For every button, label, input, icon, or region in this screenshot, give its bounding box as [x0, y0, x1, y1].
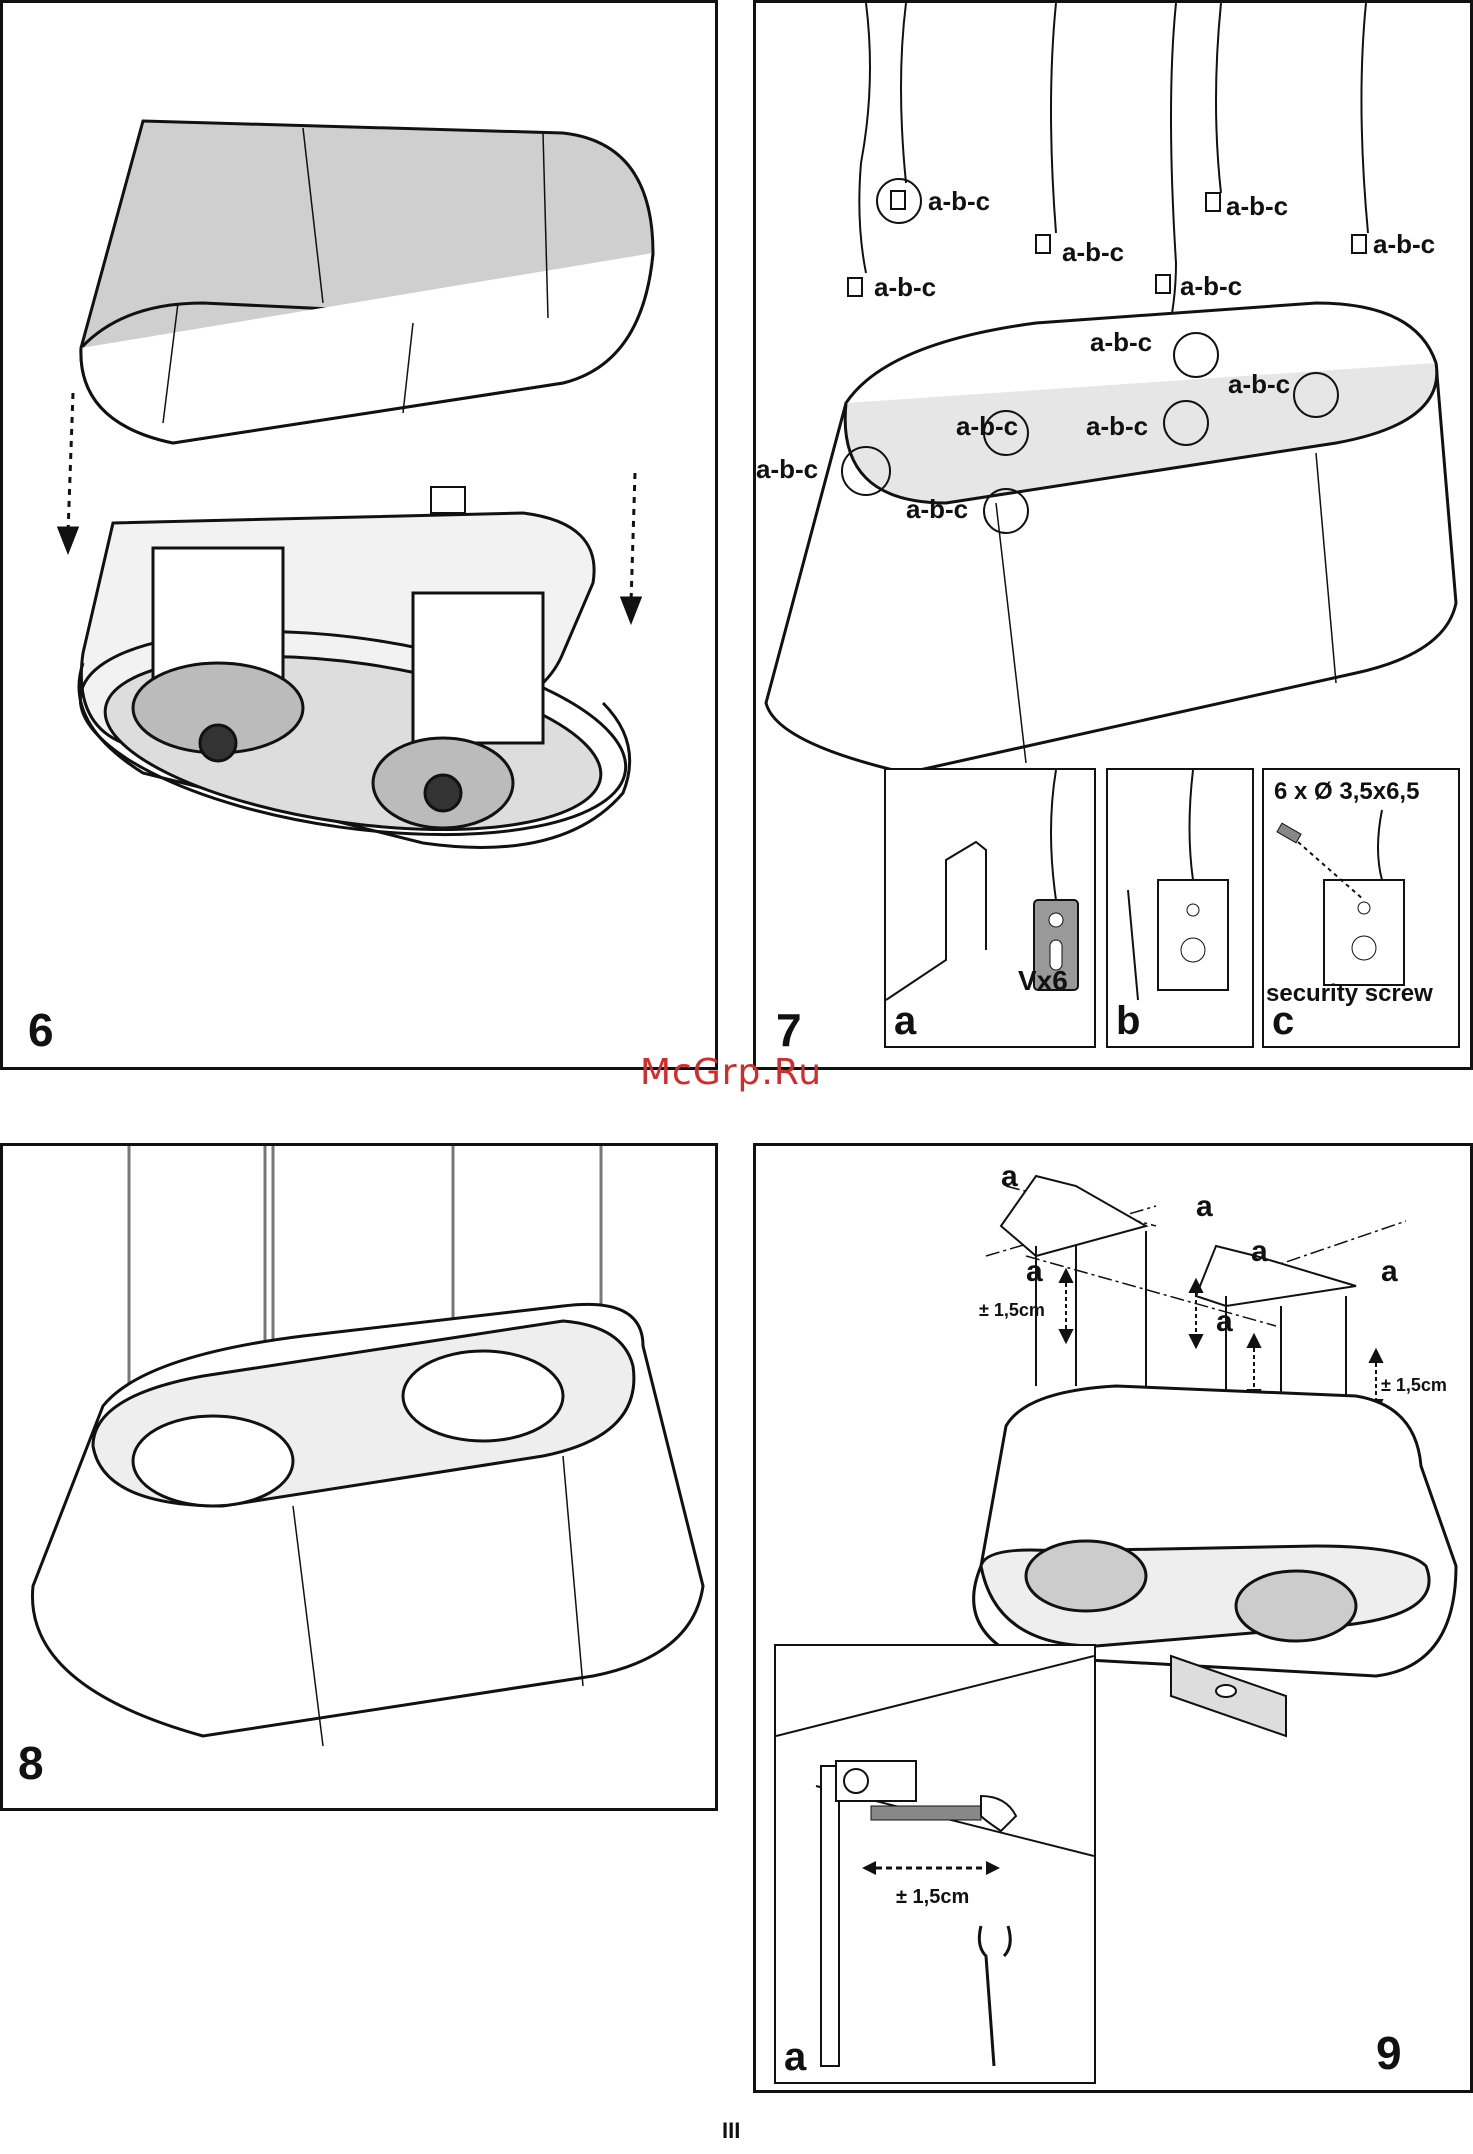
panel-step-8: 8	[0, 1143, 718, 1811]
callout-letter: a	[1026, 1255, 1043, 1288]
panel-step-6: 6	[0, 0, 718, 1070]
hood-body	[766, 303, 1456, 773]
detail-c: 6 x Ø 3,5x6,5 security screw c	[1262, 768, 1460, 1048]
detail-letter: c	[1272, 999, 1294, 1044]
page-number: III	[722, 2118, 740, 2144]
callout-label: a-b-c	[1062, 237, 1124, 267]
adjust-label: ± 1,5cm	[896, 1886, 969, 1909]
detail-b: b	[1106, 768, 1254, 1048]
step-6-illustration	[3, 3, 721, 1073]
callout-letter: a	[1001, 1160, 1018, 1193]
callout-letter: a	[1381, 1255, 1398, 1288]
step-8-illustration	[3, 1146, 721, 1814]
bracket-labels: a-b-c a-b-c a-b-c a-b-c a-b-c a-b-c	[848, 179, 1435, 302]
callout-label: a-b-c	[874, 272, 936, 302]
callout-label: a-b-c	[1373, 229, 1435, 259]
callout-label: a-b-c	[906, 494, 968, 524]
callout-letter: a	[1216, 1305, 1233, 1338]
step-number: 7	[776, 1003, 802, 1057]
adjust-label: ± 1,5cm	[979, 1300, 1045, 1320]
adjust-label: ± 1,5cm	[1381, 1375, 1447, 1395]
callout-label: a-b-c	[1228, 369, 1290, 399]
callout-label: a-b-c	[928, 186, 990, 216]
hood-body	[974, 1386, 1456, 1676]
step-number: 9	[1376, 2026, 1402, 2080]
detail-9a: ± 1,5cm a	[774, 1644, 1096, 2084]
detail-letter: b	[1116, 999, 1140, 1044]
callout-label: a-b-c	[1086, 411, 1148, 441]
motor-chassis	[67, 513, 638, 865]
detail-letter: a	[894, 999, 916, 1044]
detail-a-label: Vx6	[1018, 965, 1068, 997]
callout-label: a-b-c	[1180, 271, 1242, 301]
detail-a: Vx6 a	[884, 768, 1096, 1048]
step-number: 8	[18, 1736, 44, 1790]
detail-letter: a	[784, 2035, 806, 2080]
ceiling-brackets	[1001, 1176, 1356, 1306]
callout-label: a-b-c	[756, 454, 818, 484]
callout-letter: a	[1251, 1235, 1268, 1268]
callout-label: a-b-c	[1226, 191, 1288, 221]
callout-letter: a	[1196, 1190, 1213, 1223]
hood-body	[32, 1304, 703, 1746]
callout-label: a-b-c	[1090, 327, 1152, 357]
bracket-adjustment-illustration	[776, 1646, 1094, 2082]
panel-step-9: a a a a a a ± 1,5cm ± 1,5cm	[753, 1143, 1473, 2093]
bracket-slot-illustration	[886, 770, 1094, 1046]
panel-step-7: a-b-c a-b-c a-b-c a-b-c a-b-c a-b-c a-b-…	[753, 0, 1473, 1070]
callout-label: a-b-c	[956, 411, 1018, 441]
hood-shell	[81, 121, 653, 443]
watermark: McGrp.Ru	[640, 1052, 822, 1093]
step-number: 6	[28, 1003, 54, 1057]
